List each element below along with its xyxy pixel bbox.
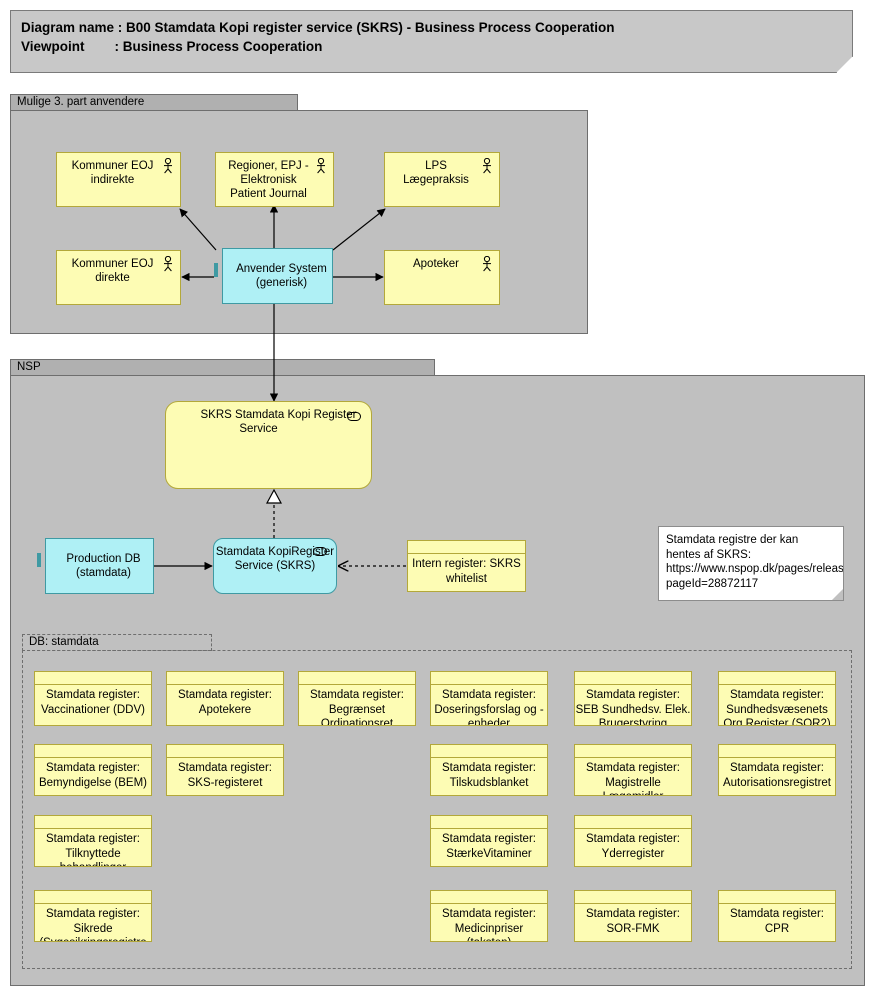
- register-label: Stamdata register: SOR-FMK: [586, 908, 680, 935]
- diagram-name-line: Diagram name : B00 Stamdata Kopi registe…: [21, 20, 615, 35]
- actor-label: Apoteker: [412, 258, 460, 270]
- register-box-tilskudsblanket[interactable]: Stamdata register: Tilskudsblanket: [430, 744, 548, 796]
- register-label: Stamdata register: SKS-registeret: [178, 762, 272, 789]
- actor-icon: [164, 256, 172, 272]
- register-header-strip: [35, 891, 151, 904]
- actor-regioner-epj[interactable]: Regioner, EPJ - Elektronisk Patient Jour…: [215, 152, 334, 207]
- register-label: Stamdata register: Yderregister: [586, 833, 680, 860]
- register-box-staerkevitaminer[interactable]: Stamdata register: StærkeVitaminer: [430, 815, 548, 867]
- actor-label: Regioner, EPJ - Elektronisk Patient Jour…: [228, 160, 309, 200]
- register-label: Stamdata register: Sikrede (Sygesikrings…: [39, 908, 146, 941]
- register-header-strip: [299, 672, 415, 685]
- register-header-strip: [719, 745, 835, 758]
- component-production-db[interactable]: Production DB (stamdata): [37, 538, 154, 594]
- register-header-strip: [431, 891, 547, 904]
- object-header-strip: [408, 541, 525, 554]
- register-label: Stamdata register: Magistrelle Lægemidle…: [586, 762, 680, 795]
- note-stamdata-registre: Stamdata registre der kan hentes af SKRS…: [658, 526, 844, 601]
- register-box-sor-fmk[interactable]: Stamdata register: SOR-FMK: [574, 890, 692, 942]
- actor-label: Kommuner EOJ indirekte: [71, 160, 154, 186]
- register-header-strip: [575, 672, 691, 685]
- register-box-apotekere[interactable]: Stamdata register: Apotekere: [166, 671, 284, 726]
- component-label: Anvender System (generisk): [236, 263, 327, 289]
- application-service-label: Stamdata KopiRegister Service (SKRS): [215, 546, 335, 572]
- register-box-vaccinationer-ddv[interactable]: Stamdata register: Vaccinationer (DDV): [34, 671, 152, 726]
- register-label: Stamdata register: Begrænset Ordinations…: [310, 689, 404, 726]
- register-header-strip: [35, 816, 151, 829]
- register-label: Stamdata register: Vaccinationer (DDV): [41, 689, 145, 716]
- group-tab-label-db-stamdata: DB: stamdata: [22, 634, 212, 651]
- register-box-medicinpriser-taksten[interactable]: Stamdata register: Medicinpriser (takste…: [430, 890, 548, 942]
- object-label: Intern register: SKRS whitelist: [412, 558, 521, 585]
- register-box-yderregister[interactable]: Stamdata register: Yderregister: [574, 815, 692, 867]
- register-header-strip: [575, 745, 691, 758]
- register-header-strip: [167, 745, 283, 758]
- register-header-strip: [35, 672, 151, 685]
- register-box-doseringsforslag-og-enheder[interactable]: Stamdata register: Doseringsforslag og -…: [430, 671, 548, 726]
- register-box-magistrelle-laegemidler[interactable]: Stamdata register: Magistrelle Lægemidle…: [574, 744, 692, 796]
- register-header-strip: [431, 672, 547, 685]
- actor-label: Kommuner EOJ direkte: [71, 258, 154, 284]
- note-fold-corner: [831, 588, 843, 600]
- component-icon: [214, 263, 218, 277]
- component-icon: [37, 553, 41, 567]
- register-box-sikrede-sygesikringsregistret[interactable]: Stamdata register: Sikrede (Sygesikrings…: [34, 890, 152, 942]
- register-header-strip: [575, 816, 691, 829]
- register-label: Stamdata register: Medicinpriser (takste…: [442, 908, 536, 941]
- register-label: Stamdata register: Apotekere: [178, 689, 272, 716]
- actor-icon: [483, 158, 491, 174]
- diagram-title-banner: Diagram name : B00 Stamdata Kopi registe…: [10, 10, 853, 73]
- actor-kommuner-eoj-direkte[interactable]: Kommuner EOJ direkte: [56, 250, 181, 305]
- actor-label: LPS Lægepraksis: [403, 160, 469, 186]
- register-box-sundhedsvaesenets-org-register-sor2[interactable]: Stamdata register: Sundhedsvæsenets Org …: [718, 671, 836, 726]
- banner-fold-corner: [836, 56, 853, 73]
- register-header-strip: [431, 745, 547, 758]
- register-label: Stamdata register: Doseringsforslag og -…: [434, 689, 544, 726]
- register-label: Stamdata register: SEB Sundhedsv. Elek. …: [575, 689, 691, 726]
- object-intern-register-skrs-whitelist[interactable]: Intern register: SKRS whitelist: [407, 540, 526, 592]
- register-header-strip: [719, 672, 835, 685]
- register-box-autorisationsregistret[interactable]: Stamdata register: Autorisationsregistre…: [718, 744, 836, 796]
- register-header-strip: [575, 891, 691, 904]
- register-label: Stamdata register: Tilskudsblanket: [442, 762, 536, 789]
- actor-icon: [317, 158, 325, 174]
- actor-icon: [164, 158, 172, 174]
- group-tab-label-nsp: NSP: [10, 359, 435, 376]
- register-box-cpr[interactable]: Stamdata register: CPR: [718, 890, 836, 942]
- actor-apoteker[interactable]: Apoteker: [384, 250, 500, 305]
- register-box-bemyndigelse-bem[interactable]: Stamdata register: Bemyndigelse (BEM): [34, 744, 152, 796]
- actor-kommuner-eoj-indirekte[interactable]: Kommuner EOJ indirekte: [56, 152, 181, 207]
- viewpoint-line: Viewpoint : Business Process Cooperation: [21, 39, 323, 54]
- register-header-strip: [719, 891, 835, 904]
- register-header-strip: [167, 672, 283, 685]
- register-label: Stamdata register: Tilknyttede behandlin…: [46, 833, 140, 866]
- register-header-strip: [35, 745, 151, 758]
- register-label: Stamdata register: StærkeVitaminer: [442, 833, 536, 860]
- group-db-stamdata: DB: stamdata: [22, 634, 852, 969]
- register-box-sks-registeret[interactable]: Stamdata register: SKS-registeret: [166, 744, 284, 796]
- register-box-begraenset-ordinationsret[interactable]: Stamdata register: Begrænset Ordinations…: [298, 671, 416, 726]
- group-tab-label-third-party: Mulige 3. part anvendere: [10, 94, 298, 111]
- service-rounded-icon: [313, 547, 327, 556]
- register-label: Stamdata register: Bemyndigelse (BEM): [38, 762, 147, 789]
- service-rounded-icon: [347, 412, 361, 421]
- note-text: Stamdata registre der kan hentes af SKRS…: [666, 534, 844, 590]
- group-body-db-stamdata: [22, 650, 852, 969]
- register-box-tilknyttede-behandlinger[interactable]: Stamdata register: Tilknyttede behandlin…: [34, 815, 152, 867]
- service-skrs-stamdata-kopi-register[interactable]: SKRS Stamdata Kopi Register Service: [165, 401, 372, 489]
- component-label: Production DB (stamdata): [66, 553, 141, 579]
- actor-lps-laegepraksis[interactable]: LPS Lægepraksis: [384, 152, 500, 207]
- register-label: Stamdata register: Sundhedsvæsenets Org …: [723, 689, 831, 726]
- application-service-skrs[interactable]: Stamdata KopiRegister Service (SKRS): [213, 538, 337, 594]
- component-anvender-system[interactable]: Anvender System (generisk): [214, 248, 333, 304]
- service-label: SKRS Stamdata Kopi Register Service: [200, 409, 357, 435]
- register-label: Stamdata register: Autorisationsregistre…: [722, 762, 832, 789]
- actor-icon: [483, 256, 491, 272]
- register-label: Stamdata register: CPR: [730, 908, 824, 935]
- register-box-seb-sundhedsv-elek-brugerstyring[interactable]: Stamdata register: SEB Sundhedsv. Elek. …: [574, 671, 692, 726]
- register-header-strip: [431, 816, 547, 829]
